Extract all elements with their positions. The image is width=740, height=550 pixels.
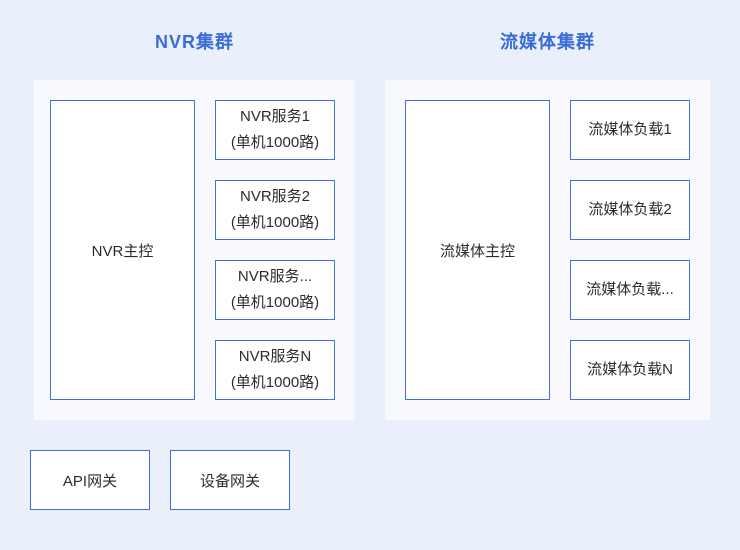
device-gateway-box: 设备网关 <box>170 450 290 510</box>
nvr-service-box-2: NVR服务2 (单机1000路) <box>215 180 335 240</box>
device-gateway-label: 设备网关 <box>199 472 260 490</box>
nvr-service-box-ellipsis: NVR服务... (单机1000路) <box>215 260 335 320</box>
nvr-master-label: NVR主控 <box>91 242 154 260</box>
nvr-service-name: NVR服务1 <box>239 108 310 125</box>
media-master-box: 流媒体主控 <box>405 100 550 400</box>
api-gateway-label: API网关 <box>62 472 118 490</box>
media-load-name: 流媒体负载2 <box>588 201 672 218</box>
nvr-service-capacity: (单机1000路) <box>230 374 320 391</box>
media-cluster-title: 流媒体集群 <box>500 32 595 52</box>
nvr-service-name: NVR服务N <box>238 348 312 365</box>
media-load-box-n: 流媒体负载N <box>570 340 690 400</box>
nvr-service-box-1: NVR服务1 (单机1000路) <box>215 100 335 160</box>
nvr-service-box-n: NVR服务N (单机1000路) <box>215 340 335 400</box>
nvr-cluster-panel: NVR主控 NVR服务1 (单机1000路) NVR服务2 (单机1000路) … <box>34 80 355 420</box>
media-master-label: 流媒体主控 <box>439 242 515 260</box>
media-load-name: 流媒体负载... <box>586 281 674 298</box>
nvr-master-box: NVR主控 <box>50 100 195 400</box>
nvr-service-capacity: (单机1000路) <box>230 214 320 231</box>
media-load-name: 流媒体负载N <box>587 361 673 378</box>
nvr-cluster-title: NVR集群 <box>154 32 234 52</box>
nvr-service-capacity: (单机1000路) <box>230 294 320 311</box>
media-load-box-ellipsis: 流媒体负载... <box>570 260 690 320</box>
nvr-service-name: NVR服务2 <box>239 188 310 205</box>
media-cluster-panel: 流媒体主控 流媒体负载1 流媒体负载2 流媒体负载... 流媒体负载N <box>385 80 710 420</box>
nvr-service-capacity: (单机1000路) <box>230 134 320 151</box>
api-gateway-box: API网关 <box>30 450 150 510</box>
media-load-box-2: 流媒体负载2 <box>570 180 690 240</box>
media-load-name: 流媒体负载1 <box>588 121 672 138</box>
media-load-box-1: 流媒体负载1 <box>570 100 690 160</box>
nvr-service-name: NVR服务... <box>237 268 313 285</box>
